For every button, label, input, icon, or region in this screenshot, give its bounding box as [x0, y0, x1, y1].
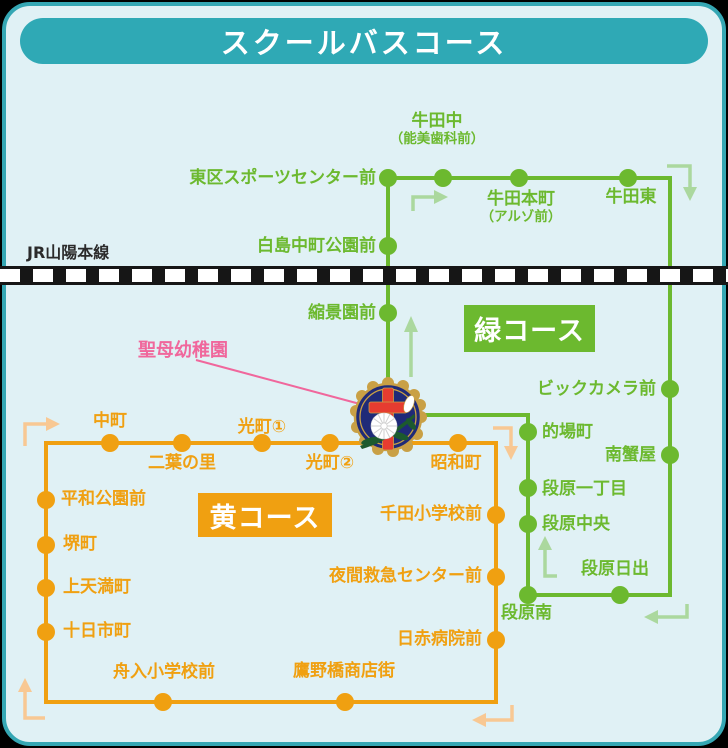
yellow-stop-label: 平和公園前: [61, 489, 146, 509]
orange-arrowheads: [18, 417, 518, 727]
yellow-stop-label: 光町②: [305, 453, 355, 473]
yellow-stop-dot: [449, 434, 467, 452]
yellow-stop-dot: [253, 434, 271, 452]
yellow-stop-dot: [321, 434, 339, 452]
green-stop-dot: [661, 380, 679, 398]
green-stop-dot: [434, 169, 452, 187]
badge-bud: [403, 395, 415, 413]
green-stop-label: 縮景園前: [308, 303, 376, 323]
yellow-stop-dot: [487, 631, 505, 649]
yellow-stop-dot: [37, 536, 55, 554]
green-stop-label: 段原南: [501, 603, 552, 623]
green-course-box: 緑コース: [464, 305, 595, 352]
kindergarten-leader-line: [195, 359, 361, 405]
yellow-stop-dot: [173, 434, 191, 452]
yellow-stop-label: 日赤病院前: [397, 629, 482, 649]
green-stop-label: 牛田本町（アルゾ前）: [480, 189, 562, 226]
green-stop-dot: [519, 586, 537, 604]
green-stop-dot: [510, 169, 528, 187]
green-direction-arrows: [409, 164, 692, 619]
yellow-stop-dot: [487, 506, 505, 524]
green-stop-label: 的場町: [542, 422, 593, 442]
badge-chrysanthemum: [370, 412, 398, 440]
green-stop-label: 段原一丁目: [542, 479, 627, 499]
green-stop-label: 南蟹屋: [605, 445, 656, 465]
orange-direction-arrows: [23, 422, 514, 722]
green-stop-dot: [661, 446, 679, 464]
yellow-stop-label: 十日市町: [63, 621, 131, 641]
yellow-stop-dot: [101, 434, 119, 452]
yellow-stop-label: 二葉の里: [148, 453, 216, 473]
green-stop-label: 段原中央: [542, 514, 610, 534]
yellow-stop-label: 千田小学校前: [380, 504, 482, 524]
green-stop-dot: [519, 515, 537, 533]
railway-line: [0, 266, 728, 285]
yellow-stop-label: 舟入小学校前: [113, 662, 215, 682]
yellow-stop-label: 堺町: [63, 534, 97, 554]
yellow-course-box: 黄コース: [198, 493, 332, 537]
green-stop-label: ビックカメラ前: [537, 379, 656, 399]
yellow-stop-label: 上天満町: [63, 577, 131, 597]
kindergarten-badge: [350, 377, 427, 457]
yellow-stop-dot: [37, 491, 55, 509]
green-arrowheads: [404, 187, 697, 624]
yellow-stop-label: 鷹野橋商店街: [293, 661, 395, 681]
railway-dashes: [0, 269, 728, 282]
green-course-label: 緑コース: [474, 316, 585, 347]
yellow-stop-label: 中町: [93, 411, 127, 431]
green-stop-label: 段原日出: [581, 559, 649, 579]
page-title: スクールバスコース: [220, 26, 508, 60]
green-stop-dot: [611, 586, 629, 604]
yellow-stop-dot: [336, 693, 354, 711]
green-stop-label: 牛田中（能美歯科前）: [389, 111, 485, 148]
yellow-course-label: 黄コース: [209, 502, 321, 534]
green-stop-dot: [379, 304, 397, 322]
green-stop-dot: [379, 237, 397, 255]
yellow-stop-dot: [154, 693, 172, 711]
green-stop-label: 白島中町公園前: [257, 236, 376, 256]
railway-label: JR山陽本線: [27, 243, 110, 262]
green-stop-label: 東区スポーツセンター前: [189, 168, 376, 188]
yellow-route-path: [44, 441, 498, 704]
green-stop-dot: [519, 479, 537, 497]
green-stop-label: 牛田東: [605, 187, 657, 207]
yellow-stop-label: 夜間救急センター前: [329, 566, 482, 586]
yellow-stop-dot: [37, 623, 55, 641]
green-stop-dot: [619, 169, 637, 187]
yellow-stop-label: 光町①: [237, 417, 287, 437]
yellow-stop-dot: [37, 579, 55, 597]
kindergarten-label: 聖母幼稚園: [138, 340, 228, 361]
title-bar: スクールバスコース: [20, 18, 708, 64]
badge-leaves: [360, 414, 416, 449]
yellow-stop-dot: [487, 568, 505, 586]
green-stop-dot: [379, 169, 397, 187]
yellow-stop-label: 昭和町: [430, 453, 482, 473]
green-stop-dot: [519, 423, 537, 441]
